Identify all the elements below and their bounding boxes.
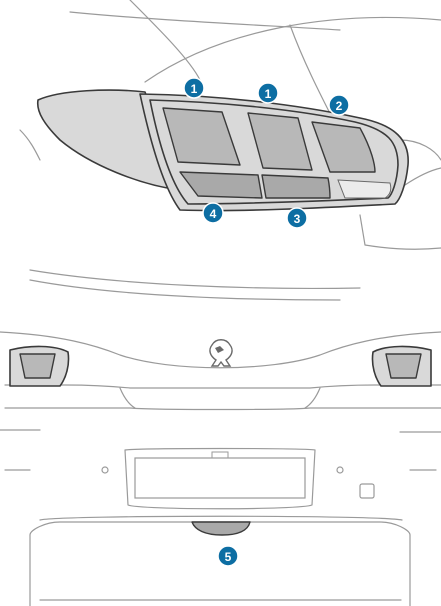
trunk-lower-line — [5, 408, 441, 410]
svg-text:5: 5 — [225, 550, 232, 564]
side-line — [20, 130, 40, 160]
trunk-corner-right — [305, 388, 320, 408]
lamp-element-3 — [262, 175, 330, 198]
svg-text:1: 1 — [265, 87, 272, 101]
svg-text:2: 2 — [336, 99, 343, 113]
right-sensor — [337, 467, 343, 473]
lamp-element-blank — [338, 180, 391, 198]
callout-3: 3 — [287, 208, 307, 228]
callout-1a: 1 — [184, 78, 204, 98]
callout-2: 2 — [329, 95, 349, 115]
svg-text:3: 3 — [294, 212, 301, 226]
bumper-edge-line — [360, 215, 441, 249]
tail-lamp-closeup — [20, 0, 441, 300]
svg-text:4: 4 — [210, 207, 217, 221]
lion-emblem-icon — [210, 340, 232, 366]
body-crease-line — [130, 0, 200, 80]
right-tail-lamp-element — [386, 354, 421, 378]
svg-text:1: 1 — [191, 82, 198, 96]
license-plate — [135, 458, 305, 498]
fender-lower-line — [405, 168, 441, 185]
tow-hook-cover — [360, 484, 374, 498]
lower-body-line — [30, 270, 360, 288]
left-sensor — [102, 467, 108, 473]
camera-housing — [212, 452, 228, 458]
callout-4: 4 — [203, 203, 223, 223]
lower-body-line-2 — [30, 280, 340, 300]
trunk-corner-left — [120, 388, 135, 408]
trunk-lid-line — [5, 385, 441, 388]
trunk-edge-line — [70, 12, 340, 30]
vehicle-rear-view — [0, 332, 441, 606]
bumper-upper-line — [40, 516, 402, 520]
rear-fog-lamp — [192, 522, 250, 535]
left-tail-lamp-element — [20, 354, 55, 378]
callout-5: 5 — [218, 546, 238, 566]
callout-1b: 1 — [258, 83, 278, 103]
